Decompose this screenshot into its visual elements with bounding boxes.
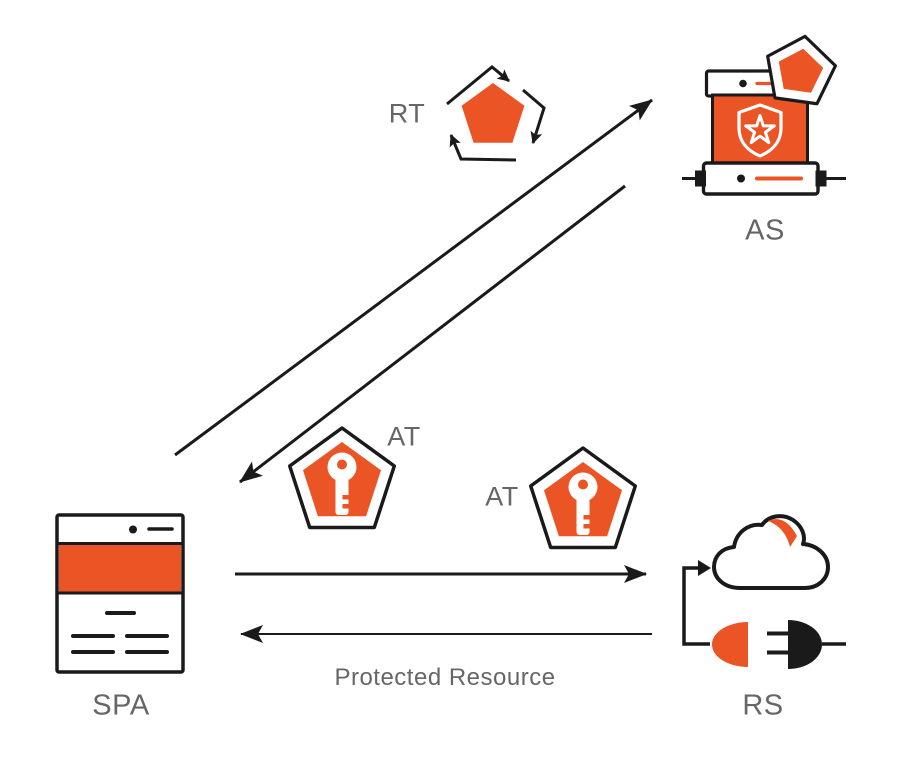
socket-icon — [712, 622, 748, 667]
access-token-label-upper: AT — [387, 421, 421, 452]
access-token-icon-upper — [287, 426, 397, 530]
access-token-label-lower: AT — [485, 481, 519, 512]
pentagon-badge-icon — [766, 34, 838, 106]
resource-server-icon — [682, 514, 846, 669]
refresh-token-label: RT — [388, 98, 426, 129]
authorization-server-label: AS — [745, 214, 785, 247]
access-token-icon-lower — [528, 446, 638, 550]
resource-server-label: RS — [742, 689, 784, 722]
refresh-token-icon — [446, 65, 546, 162]
cloud-swoosh — [768, 519, 797, 547]
shield-star-logo — [737, 103, 783, 158]
plug-icon — [767, 620, 846, 669]
refresh-cycle-arrows — [446, 65, 546, 162]
spa-label: SPA — [92, 689, 150, 722]
spa-app-icon — [55, 513, 185, 674]
arrow-spa-to-as — [174, 98, 653, 457]
content-lines — [71, 611, 169, 654]
authorization-server-icon — [682, 34, 846, 196]
protected-resource-label: Protected Resource — [334, 664, 556, 691]
cloud-icon — [712, 514, 830, 590]
arrow-as-to-spa — [239, 184, 626, 484]
